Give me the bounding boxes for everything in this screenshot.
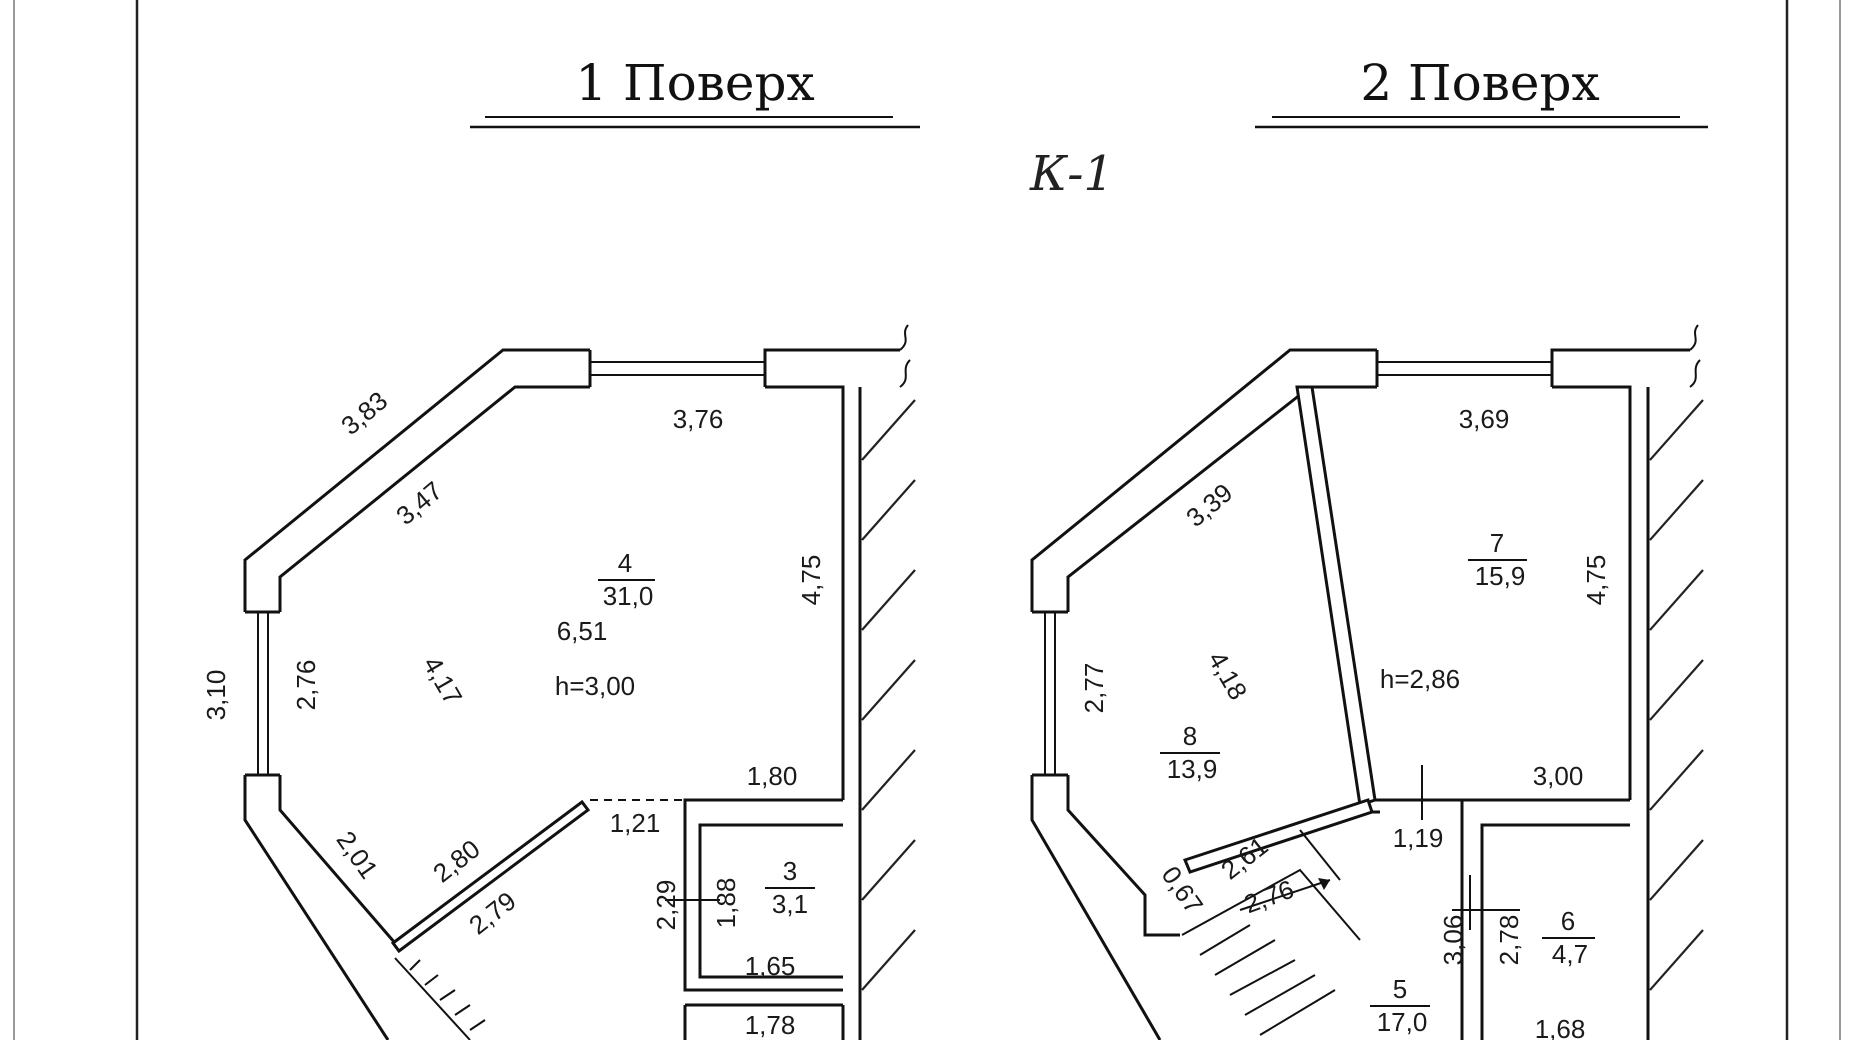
f2-dim-1-68: 1,68: [1535, 1014, 1586, 1040]
f2-outer-wall-top-left: [1030, 348, 1377, 612]
f1-dim-2-76: 2,76: [291, 660, 321, 711]
f2-room6-outer: [1460, 798, 1630, 1040]
f1-outer-wall-bottom-left: [243, 775, 390, 1040]
floor1-plan: 4 31,0 h=3,00 3 3,1 3,83 3,47 3,76 4,75 …: [201, 324, 916, 1040]
f1-room4-height: h=3,00: [555, 671, 635, 701]
f2-partition-8-5: [1182, 798, 1374, 874]
f2-dim-4-18: 4,18: [1202, 646, 1253, 705]
f2-room7-area: 15,9: [1475, 561, 1526, 591]
f1-inner-wall-bottom-left: [278, 775, 397, 944]
f2-dim-3-69: 3,69: [1459, 404, 1510, 434]
f1-inner-wall-top-right: [765, 385, 845, 800]
f1-dim-3-10: 3,10: [201, 670, 231, 721]
f1-break-symbol: [899, 324, 911, 388]
f2-stair: [1181, 868, 1361, 1036]
f2-dim-3-06: 3,06: [1438, 915, 1468, 966]
f2-dim-2-77: 2,77: [1079, 663, 1109, 714]
f1-room3-area: 3,1: [772, 889, 808, 919]
f1-dim-2-01: 2,01: [331, 826, 385, 885]
f2-room7-number: 7: [1490, 528, 1504, 558]
f1-inner-wall-top-left: [278, 385, 590, 612]
f1-dim-6-51: 6,51: [557, 616, 608, 646]
f2-dim-4-75: 4,75: [1581, 555, 1611, 606]
f1-outer-wall-top-left: [243, 348, 590, 612]
f2-dim-tick-2-61: [1299, 829, 1341, 881]
f1-dim-4-75: 4,75: [796, 555, 826, 606]
floor2-plan: 7 15,9 h=2,86 8 13,9 5 17,0 6 4,7 3,69 3…: [1030, 324, 1704, 1040]
f1-hatching: [861, 399, 916, 991]
f2-inner-wall-top-left: [1066, 385, 1377, 612]
f1-stair: [394, 957, 486, 1040]
f2-partition-8-7: [1295, 385, 1377, 807]
f2-dim-1-19: 1,19: [1393, 823, 1444, 853]
unit-label: К-1: [1029, 146, 1114, 202]
f2-top-wall-right-outer: [1550, 348, 1690, 387]
f2-room6-number: 6: [1561, 906, 1575, 936]
f2-room5-area: 17,0: [1377, 1007, 1428, 1037]
f1-room3-outer: [683, 798, 843, 992]
f1-room3-number: 3: [783, 856, 797, 886]
f2-inner-wall-bottom-left: [1066, 775, 1180, 937]
f2-room5-number: 5: [1393, 974, 1407, 1004]
f1-dim-1-65: 1,65: [745, 951, 796, 981]
f2-hatching: [1649, 399, 1704, 991]
floor1-title: 1 Поверх: [575, 54, 814, 112]
floor2-title: 2 Поверх: [1360, 54, 1599, 112]
f1-top-wall-right-outer: [763, 348, 900, 387]
f1-dim-1-78: 1,78: [745, 1010, 796, 1040]
f2-dim-2-76: 2,76: [1240, 874, 1298, 920]
f1-room4-number: 4: [618, 548, 632, 578]
f1-dim-4-17: 4,17: [417, 651, 468, 710]
f2-break-symbol: [1689, 324, 1701, 388]
f2-outer-wall-bottom-left: [1030, 775, 1162, 1040]
f2-inner-wall-top-right: [1552, 385, 1632, 800]
f1-room4-area: 31,0: [603, 581, 654, 611]
f2-height: h=2,86: [1380, 664, 1460, 694]
f2-dim-3-39: 3,39: [1180, 477, 1238, 533]
f1-dim-1-88: 1,88: [711, 878, 741, 929]
f1-dim-3-47: 3,47: [390, 475, 448, 531]
f1-dim-1-21: 1,21: [610, 808, 661, 838]
f1-dim-1-80: 1,80: [747, 761, 798, 791]
f2-room8-area: 13,9: [1167, 754, 1218, 784]
f1-dim-3-76: 3,76: [673, 404, 724, 434]
f1-stair-partition: [390, 799, 591, 954]
f2-room8-number: 8: [1183, 721, 1197, 751]
f2-room6-inner: [1480, 823, 1630, 1040]
f1-dim-2-29: 2,29: [651, 880, 681, 931]
f2-room6-area: 4,7: [1552, 939, 1588, 969]
f1-dim-3-83: 3,83: [335, 385, 393, 441]
f2-dim-2-78: 2,78: [1494, 915, 1524, 966]
f2-dim-3-00: 3,00: [1533, 761, 1584, 791]
